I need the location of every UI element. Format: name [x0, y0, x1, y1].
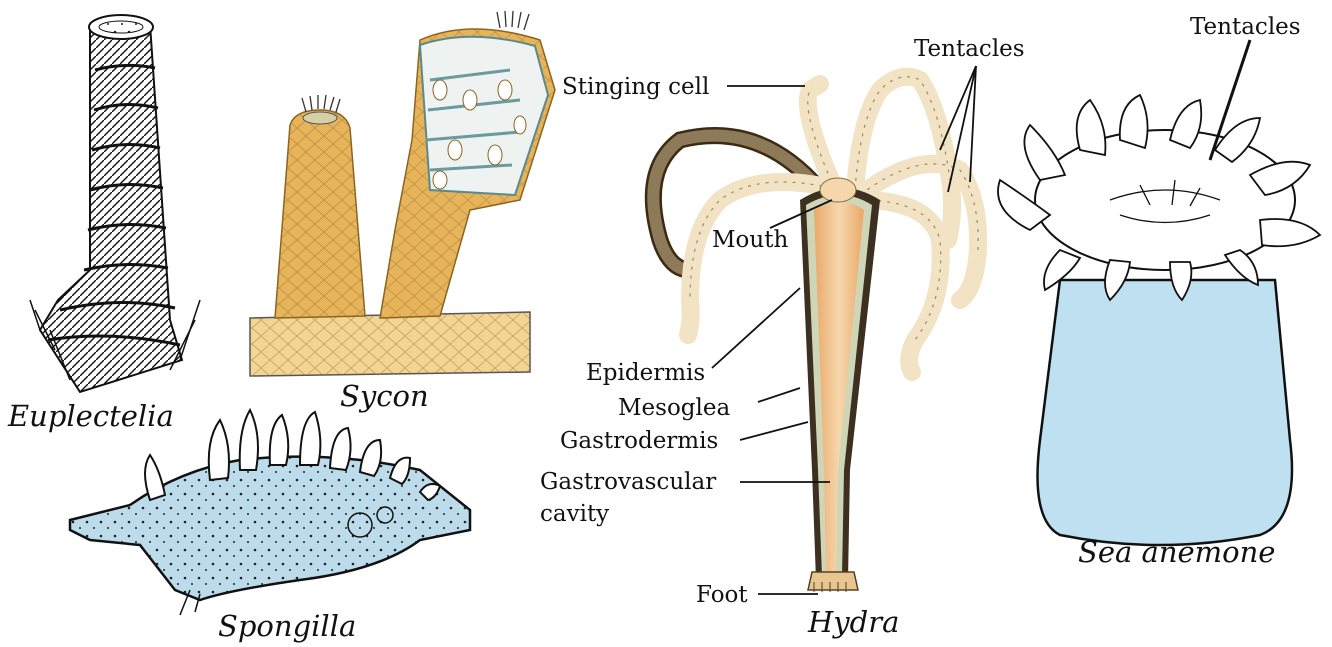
- label-stinging-cell: Stinging cell: [562, 76, 709, 99]
- label-epidermis: Epidermis: [586, 362, 705, 385]
- label-foot: Foot: [696, 584, 748, 607]
- sycon-illustration: [250, 11, 555, 376]
- leader-epidermis: [712, 288, 800, 368]
- euplectelia-illustration: [30, 15, 200, 392]
- label-gastrodermis: Gastrodermis: [560, 430, 718, 453]
- label-gastrovascular: Gastrovascular: [540, 471, 716, 494]
- label-hydra-tentacles: Tentacles: [914, 38, 1025, 61]
- hydra-illustration: [653, 77, 978, 592]
- sea-anemone-illustration: [998, 40, 1320, 545]
- euplectelia-caption: Euplectelia: [8, 402, 174, 431]
- leader-tentacles-a: [940, 66, 976, 150]
- label-anemone-tentacles: Tentacles: [1190, 16, 1301, 39]
- hydra-caption: Hydra: [808, 608, 899, 637]
- sea-anemone-caption: Sea anemone: [1078, 538, 1275, 567]
- leader-gastrodermis: [740, 422, 808, 440]
- leader-mesoglea: [758, 388, 800, 402]
- spongilla-illustration: [70, 410, 470, 615]
- spongilla-caption: Spongilla: [218, 612, 356, 641]
- sycon-caption: Sycon: [340, 382, 429, 411]
- label-cavity: cavity: [540, 503, 609, 526]
- label-mesoglea: Mesoglea: [618, 397, 730, 420]
- label-mouth: Mouth: [712, 229, 788, 252]
